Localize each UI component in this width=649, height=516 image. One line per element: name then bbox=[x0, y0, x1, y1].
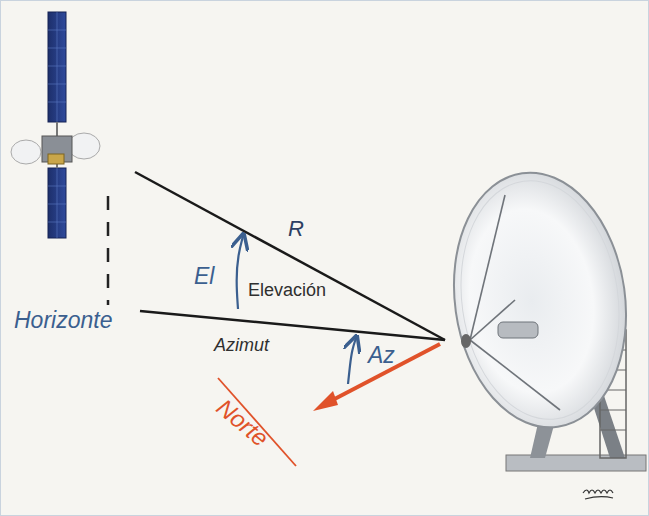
elevation-symbol: El bbox=[194, 265, 214, 288]
azimuth-symbol: Az bbox=[368, 344, 395, 367]
signature bbox=[583, 490, 613, 499]
range-line bbox=[135, 172, 445, 340]
horizon-line bbox=[140, 311, 445, 340]
antenna bbox=[438, 161, 646, 471]
range-label: R bbox=[288, 218, 304, 240]
north-arrow bbox=[325, 344, 440, 404]
dashed-line bbox=[107, 196, 110, 305]
azimuth-arrow bbox=[348, 338, 356, 384]
north-arrowhead bbox=[313, 391, 338, 411]
north-label: Norte bbox=[212, 395, 272, 451]
azimuth-label: Azimut bbox=[214, 336, 269, 354]
horizon-label: Horizonte bbox=[14, 309, 112, 332]
elevation-arrow bbox=[237, 236, 243, 309]
elevation-label: Elevación bbox=[248, 281, 326, 299]
satellite bbox=[11, 12, 100, 238]
